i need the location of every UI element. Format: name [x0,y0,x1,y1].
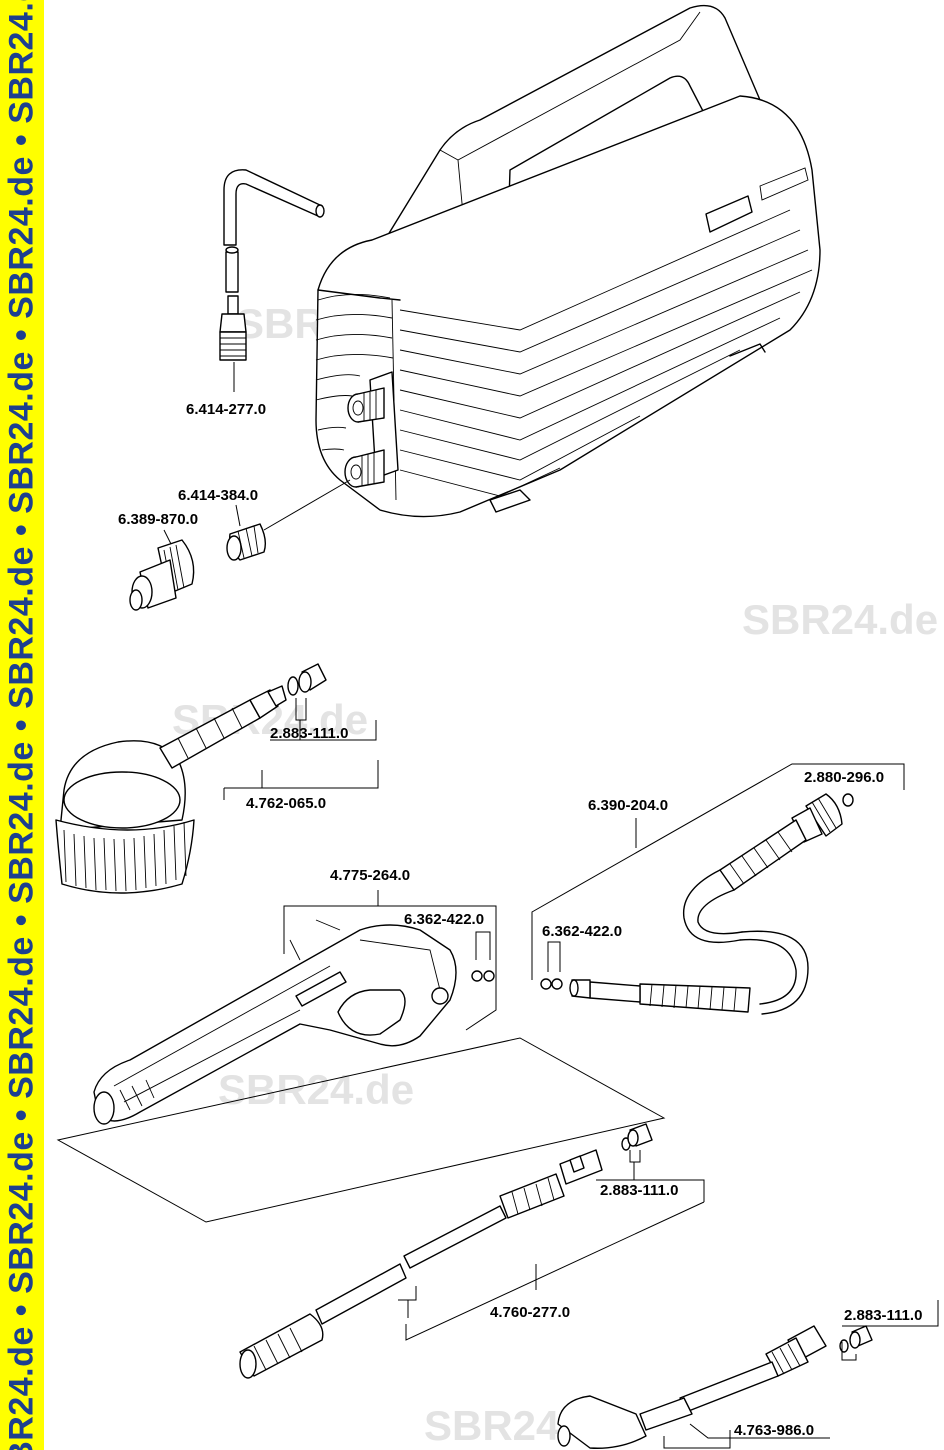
part-label-2-883-111-0-b: 2.883-111.0 [600,1182,678,1199]
o-ring-2 [471,970,483,982]
part-label-6-390-204-0: 6.390-204.0 [588,797,668,814]
part-label-4-763-986-0: 4.763-986.0 [734,1422,814,1439]
part-label-2-883-111-0-a: 2.883-111.0 [270,725,348,742]
part-label-2-883-111-0-c: 2.883-111.0 [844,1307,922,1324]
o-ring-1 [287,676,299,696]
watermark-2: SBR24.de [742,596,938,643]
outlet-fitting-lower [344,449,385,488]
o-ring-4 [842,793,854,807]
part-label-4-775-264-0: 4.775-264.0 [330,867,410,884]
o-ring-5 [540,978,552,990]
high-pressure-hose [569,793,843,1015]
rotating-wash-brush [55,685,287,894]
inlet-fitting-upper [347,387,385,423]
part-label-6-414-277-0: 6.414-277.0 [186,401,266,418]
pressure-washer-unit [315,4,821,518]
sbr24-banner: SBR24.de • SBR24.de • SBR24.de • SBR24.d… [0,0,44,1450]
garden-hose-coupling [129,539,195,611]
part-label-2-880-296-0: 2.880-296.0 [804,769,884,786]
spray-lance [239,1149,603,1379]
suction-tube [223,169,325,293]
adapter-nipple [226,523,267,561]
part-label-6-362-422-0-a: 6.362-422.0 [404,911,484,928]
part-label-6-362-422-0-b: 6.362-422.0 [542,923,622,940]
dirt-blaster-lance [557,1325,827,1449]
nozzle-insert-2 [627,1123,653,1147]
trigger-spray-gun [93,919,457,1125]
o-ring-3 [483,970,495,982]
watermark-4: SBR24.de [218,1066,414,1113]
nozzle-insert-3 [849,1325,873,1349]
o-ring-8 [839,1339,849,1353]
nozzle-insert-1 [298,663,327,693]
part-label-4-760-277-0: 4.760-277.0 [490,1304,570,1321]
part-label-6-389-870-0: 6.389-870.0 [118,511,198,528]
part-label-4-762-065-0: 4.762-065.0 [246,795,326,812]
filter-connector [219,295,247,361]
o-ring-6 [551,978,563,990]
part-label-6-414-384-0: 6.414-384.0 [178,487,258,504]
